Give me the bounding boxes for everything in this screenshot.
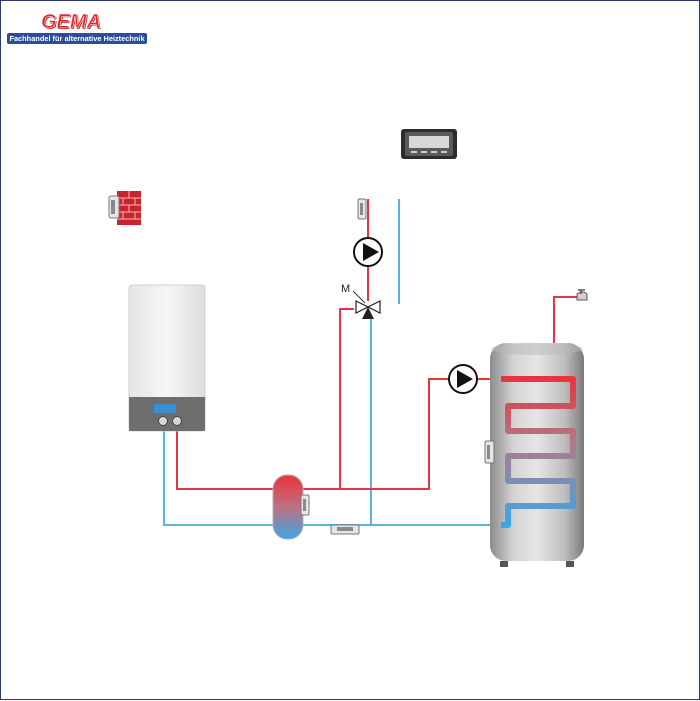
motor-valve-label: M xyxy=(341,283,350,295)
logo-wordmark: GEMA xyxy=(41,11,102,34)
logo-tagline: Fachhandel für alternative Heiztechnik xyxy=(7,33,147,44)
mixing-valve-icon: M xyxy=(341,283,381,319)
cylinder-heating-coil xyxy=(501,376,576,528)
separator-flow-pipe xyxy=(289,378,448,490)
boiler-return-pipe xyxy=(163,425,289,526)
outdoor-sensor-icon xyxy=(108,191,141,225)
hot-water-outlet-pipe xyxy=(553,296,579,346)
gas-boiler-icon xyxy=(128,284,206,432)
cold-return-pipes xyxy=(163,199,501,526)
dhw-cylinder-icon xyxy=(484,343,584,567)
boiler-flow-pipe xyxy=(176,425,289,490)
mixer-bypass-pipe xyxy=(339,308,354,489)
gema-logo: GEMA Fachhandel für alternative Heiztech… xyxy=(7,11,149,47)
hot-flow-pipes xyxy=(176,199,579,490)
room-controller-icon xyxy=(401,129,457,159)
cylinder-charge-pump-icon xyxy=(448,364,478,394)
return-sensor-icon xyxy=(330,524,360,535)
heating-circuit-sensor-icon xyxy=(357,198,367,220)
hydraulic-separator-icon xyxy=(272,474,310,540)
circulation-pump-icon xyxy=(353,237,383,267)
hot-water-tap-icon xyxy=(576,289,588,301)
